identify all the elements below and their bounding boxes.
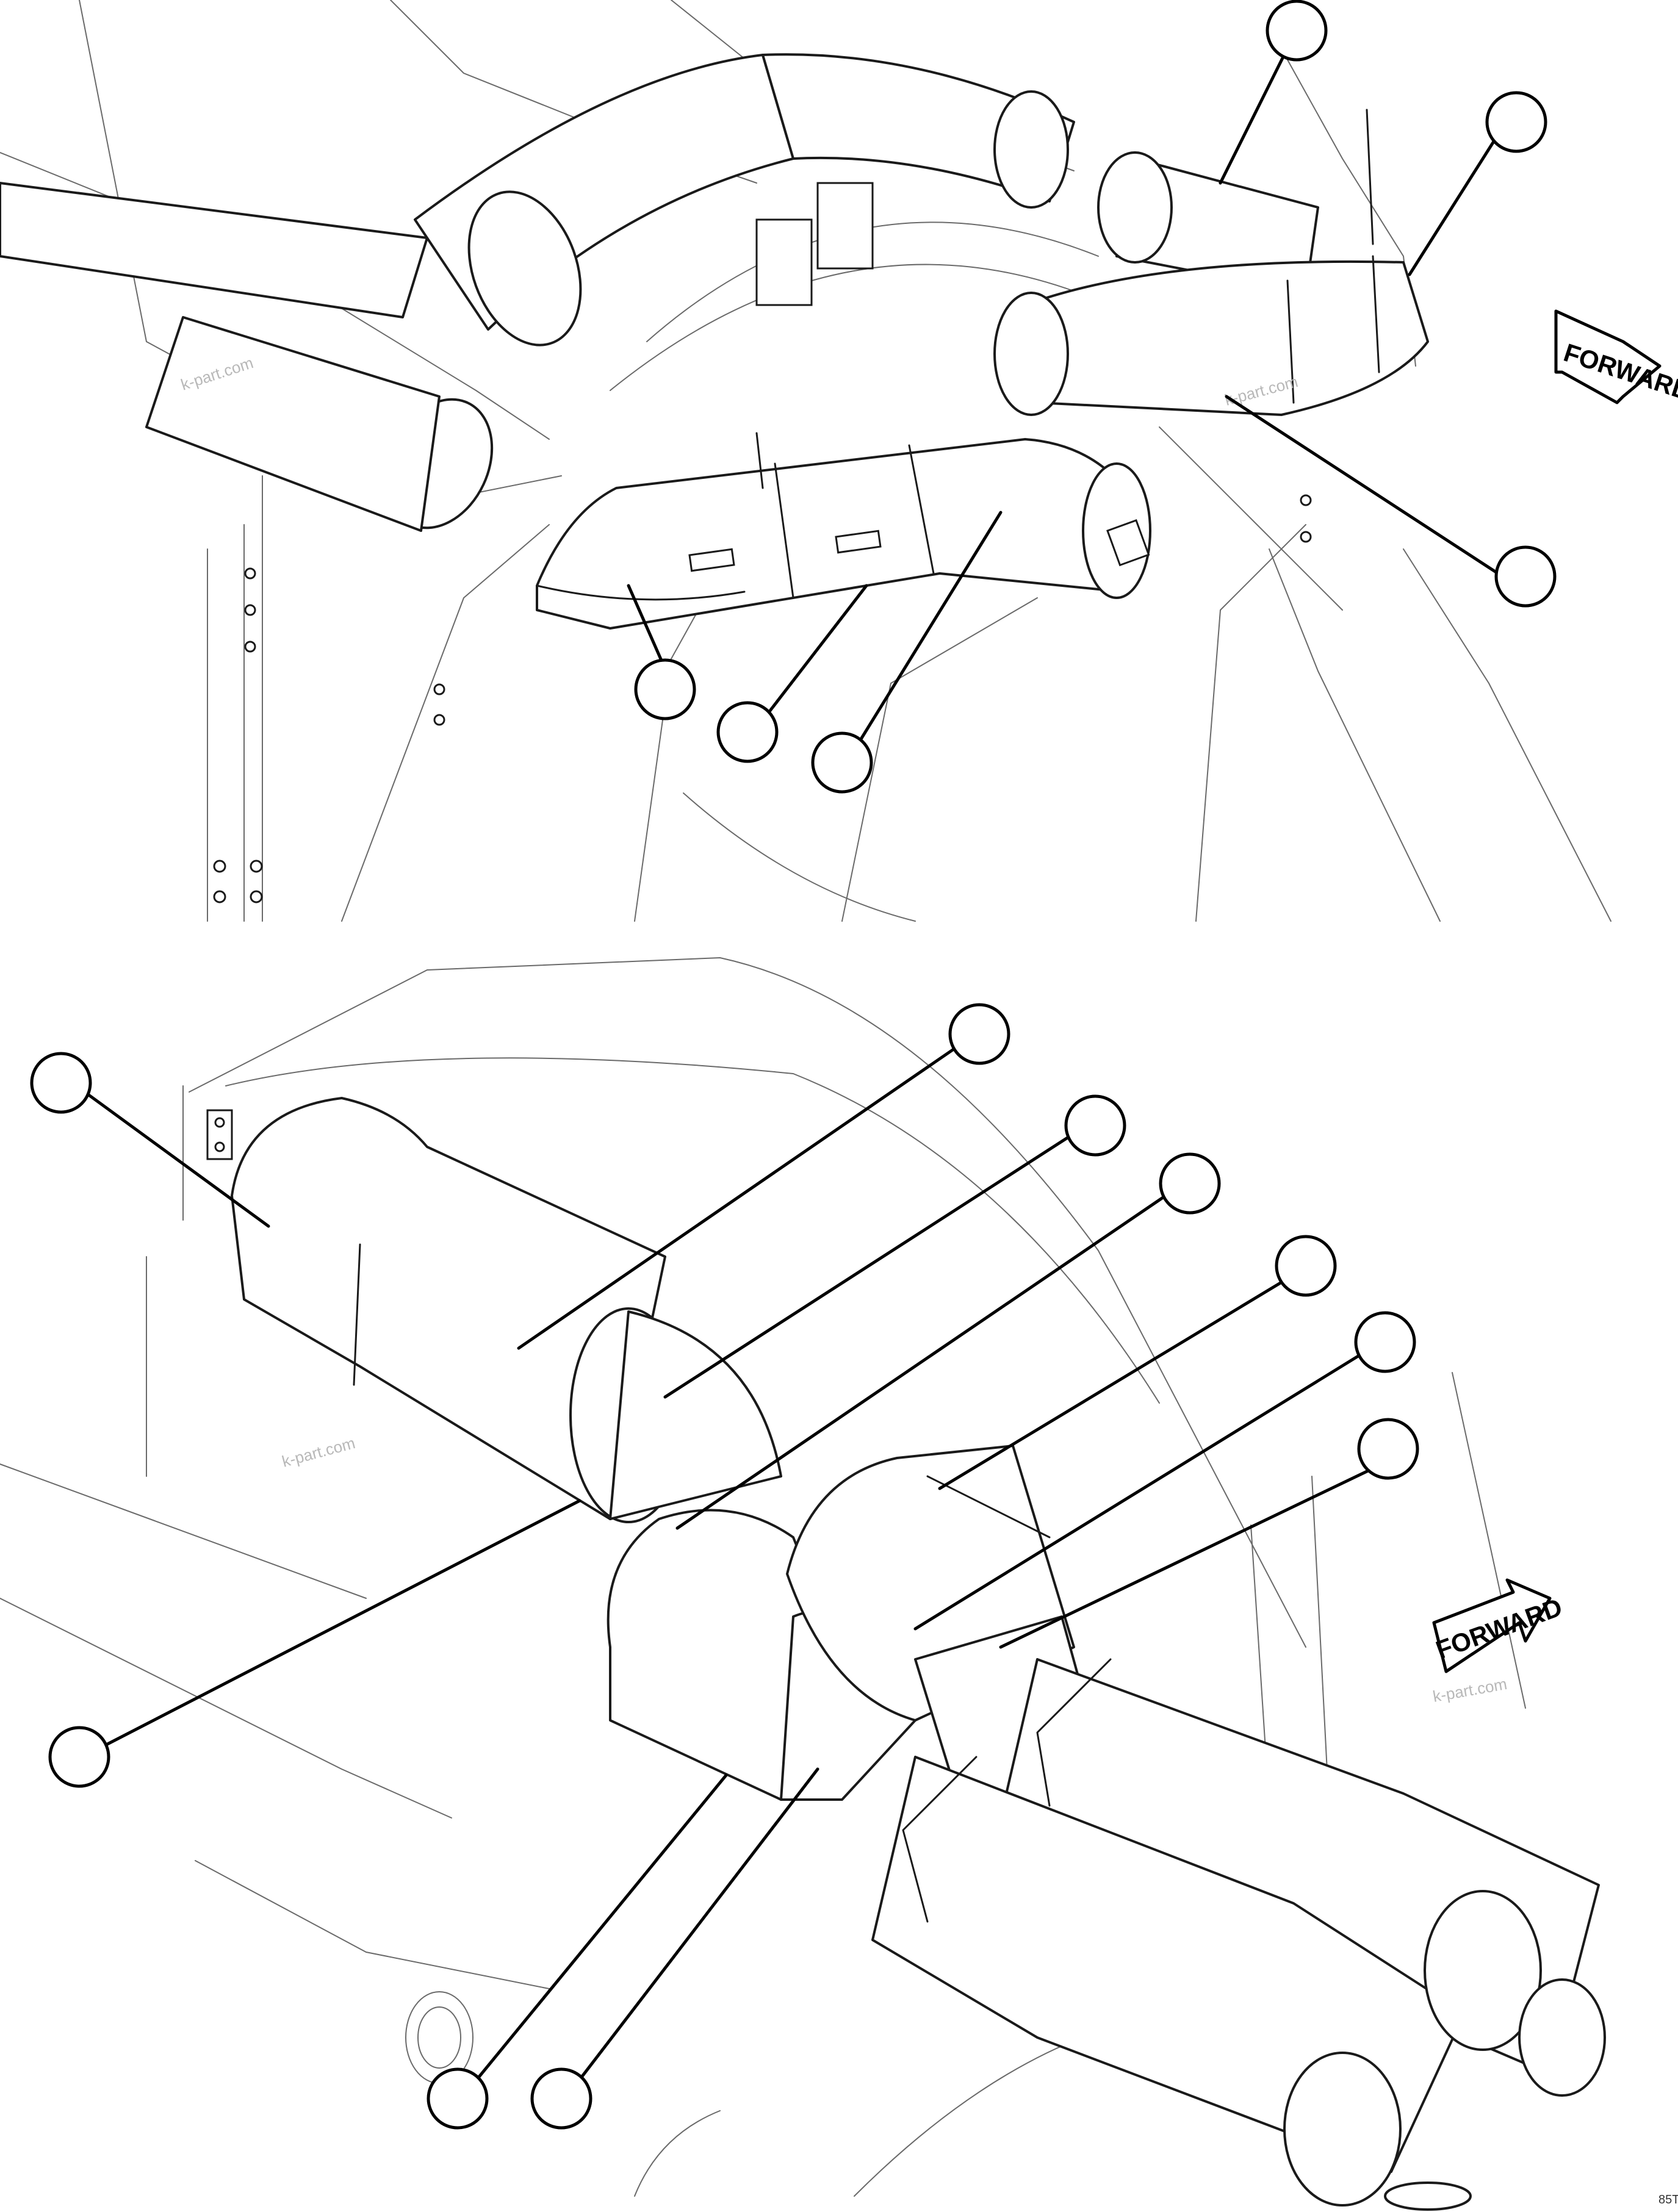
lower-watermark-2: k-part.com: [1431, 1675, 1508, 1706]
lower-callout-6: [1354, 1311, 1416, 1373]
upper-callout-1: [1266, 0, 1328, 62]
lower-callout-4: [1159, 1152, 1221, 1215]
lower-callout-2: [948, 1003, 1010, 1065]
upper-callout-5: [716, 701, 779, 763]
lower-view: FORWARD k-part.com k-part.com: [0, 957, 1606, 2211]
lower-callout-7: [1357, 1418, 1419, 1480]
lower-callout-5: [1275, 1235, 1337, 1297]
upper-frame-structure: [0, 0, 1611, 922]
upper-callout-6: [811, 731, 873, 794]
lower-watermark-1: k-part.com: [280, 1434, 357, 1471]
lower-forward-arrow: FORWARD: [1432, 1578, 1566, 1673]
lower-callout-10: [530, 2067, 592, 2130]
lower-callout-8: [48, 1726, 110, 1788]
upper-forward-arrow: FORWARD: [1554, 309, 1678, 406]
lower-main-pipe: [231, 1097, 782, 1523]
upper-middle-pipe: [536, 432, 1151, 630]
lower-callout-9: [427, 2067, 489, 2130]
lower-callout-1: [30, 1052, 92, 1114]
upper-callout-3: [1494, 545, 1557, 608]
lower-mufflers: [871, 1658, 1606, 2211]
upper-left-pipe: [0, 53, 1075, 532]
lower-frame-structure: [0, 957, 1526, 2197]
upper-leader-lines: [627, 44, 1506, 777]
upper-view: FORWARD k-part.com k-part.com: [0, 0, 1678, 922]
upper-callout-2: [1485, 91, 1547, 153]
upper-right-pipe: [993, 109, 1429, 416]
corner-code: 85T: [1658, 2193, 1678, 2207]
upper-callout-4: [634, 658, 696, 720]
lower-callout-3: [1064, 1094, 1126, 1157]
lower-leader-lines: [74, 1044, 1384, 2097]
